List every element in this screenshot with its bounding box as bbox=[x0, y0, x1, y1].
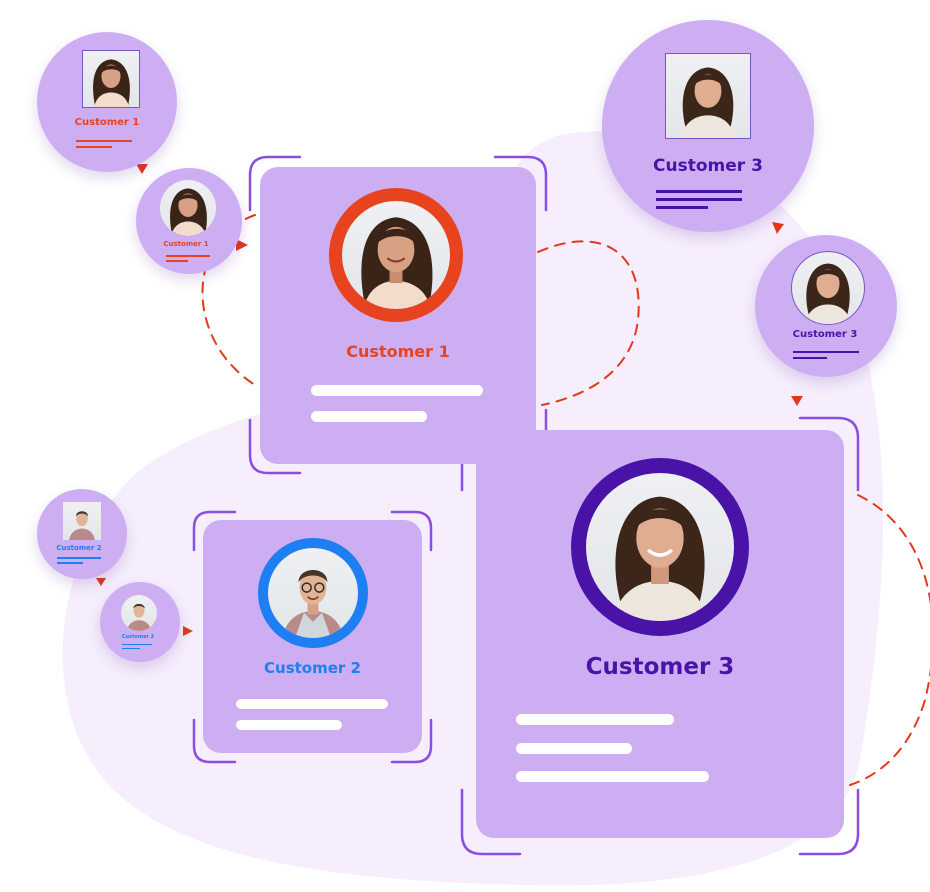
customer-3-text-line-2 bbox=[516, 743, 632, 754]
arrow-b2b-card2 bbox=[183, 626, 193, 636]
woman-curly-hair-avatar-icon bbox=[361, 217, 433, 309]
arrow-b3a-b3b bbox=[772, 222, 784, 234]
customer-2-bubble-large: Customer 2 bbox=[37, 489, 127, 579]
customer-1-bubble-small-label: Customer 1 bbox=[163, 240, 209, 248]
card3-bracket-br bbox=[798, 788, 860, 856]
customer-1-bubble-large-label: Customer 1 bbox=[74, 117, 140, 128]
dashed-loop-card3-right bbox=[849, 494, 930, 786]
card1-bracket-bl bbox=[248, 418, 302, 475]
customer-2-bubble-small-line-2 bbox=[122, 648, 140, 650]
customer-2-avatar bbox=[268, 548, 358, 638]
customer-3-bubble-small-photo bbox=[791, 251, 865, 325]
customer-3-avatar bbox=[586, 473, 734, 621]
customer-2-bubble-small-line-1 bbox=[122, 644, 152, 646]
customer-1-bubble-small-line-1 bbox=[166, 255, 210, 257]
customer-2-card: Customer 2 bbox=[203, 520, 422, 753]
arrow-b1b-card1 bbox=[236, 239, 248, 251]
customer-2-bubble-small-photo bbox=[121, 595, 157, 631]
man-glasses-avatar-icon bbox=[126, 603, 152, 631]
card1-bracket-tl bbox=[248, 155, 302, 212]
customer-3-bubble-large: Customer 3 bbox=[602, 20, 814, 232]
card3-bracket-bl bbox=[460, 788, 522, 856]
man-glasses-avatar-icon bbox=[282, 570, 344, 638]
customer-3-bubble-large-line-1 bbox=[656, 190, 742, 193]
card2-bracket-tl bbox=[192, 510, 237, 552]
customer-1-bubble-large-line-2 bbox=[76, 146, 112, 148]
card2-bracket-br bbox=[390, 718, 433, 764]
customer-2-card-title: Customer 2 bbox=[264, 659, 361, 677]
card2-bracket-tr bbox=[390, 510, 433, 552]
card3-bracket-tr bbox=[798, 416, 860, 492]
customer-3-bubble-large-photo bbox=[665, 53, 751, 139]
customer-1-bubble-large-line-1 bbox=[76, 140, 132, 142]
customer-2-bubble-large-label: Customer 2 bbox=[56, 544, 102, 552]
customer-1-bubble-small-photo bbox=[160, 180, 216, 236]
customer-3-text-line-1 bbox=[516, 714, 674, 725]
customer-1-bubble-small: Customer 1 bbox=[136, 168, 242, 274]
customer-1-avatar bbox=[342, 201, 450, 309]
card1-bracket-tr bbox=[493, 155, 548, 212]
woman-curly-hair-avatar-icon bbox=[170, 188, 207, 236]
customer-3-card-title: Customer 3 bbox=[585, 654, 735, 680]
woman-smiling-avatar-icon bbox=[612, 496, 708, 621]
customer-3-card: Customer 3 bbox=[476, 430, 844, 838]
customer-3-bubble-small: Customer 3 bbox=[755, 235, 897, 377]
customer-1-bubble-large-photo bbox=[82, 50, 140, 108]
customer-3-bubble-large-line-3 bbox=[656, 206, 708, 209]
customer-1-text-line-1 bbox=[311, 385, 483, 396]
customer-2-bubble-large-line-1 bbox=[57, 557, 101, 559]
customer-2-text-line-2 bbox=[236, 720, 342, 730]
customer-2-bubble-small: Customer 2 bbox=[100, 582, 180, 662]
customer-2-bubble-large-line-2 bbox=[57, 562, 83, 564]
card2-bracket-bl bbox=[192, 718, 237, 764]
customer-1-card-title: Customer 1 bbox=[346, 342, 450, 361]
customer-3-bubble-small-line-2 bbox=[793, 357, 827, 359]
customer-3-bubble-small-label: Customer 3 bbox=[792, 329, 858, 340]
arrow-b3b-card3 bbox=[791, 396, 803, 406]
customer-1-bubble-small-line-2 bbox=[166, 260, 188, 262]
customer-1-text-line-2 bbox=[311, 411, 427, 422]
customer-2-bubble-small-label: Customer 2 bbox=[121, 634, 155, 640]
customer-2-text-line-1 bbox=[236, 699, 388, 709]
customer-3-bubble-large-line-2 bbox=[656, 198, 742, 201]
woman-smiling-avatar-icon bbox=[681, 67, 735, 138]
customer-3-bubble-large-label: Customer 3 bbox=[653, 156, 763, 176]
arrow-b2a-b2b bbox=[96, 578, 106, 586]
customer-1-card: Customer 1 bbox=[260, 167, 536, 464]
woman-smiling-avatar-icon bbox=[804, 263, 852, 324]
customer-3-text-line-3 bbox=[516, 771, 709, 782]
arrow-b1a-b1b bbox=[136, 164, 148, 174]
customer-1-bubble-large: Customer 1 bbox=[37, 32, 177, 172]
customer-3-bubble-small-line-1 bbox=[793, 351, 859, 353]
dashed-loop-card1-right bbox=[537, 240, 640, 406]
man-glasses-avatar-icon bbox=[69, 511, 95, 540]
customer-2-bubble-large-photo bbox=[63, 502, 101, 540]
woman-curly-hair-avatar-icon bbox=[93, 59, 130, 107]
